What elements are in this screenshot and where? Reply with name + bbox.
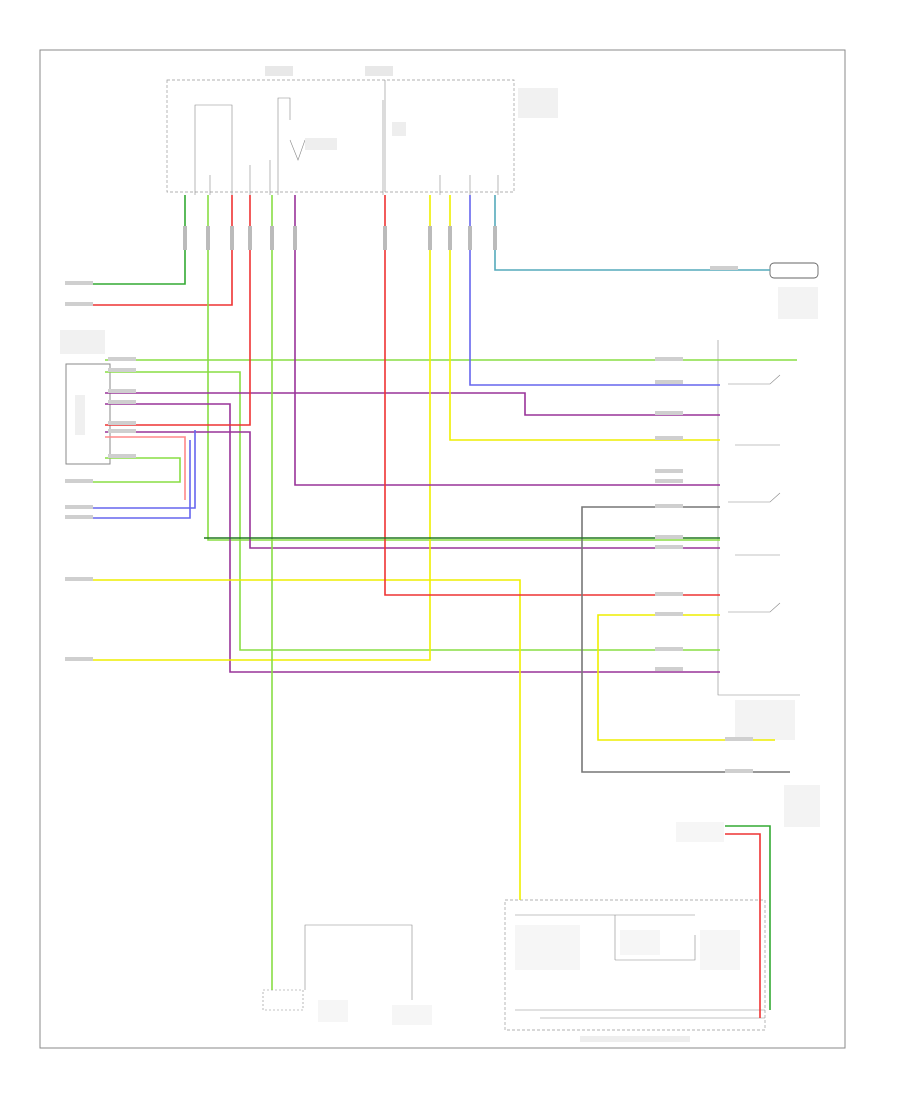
label-blocks: [65, 266, 753, 773]
connector-pin-7: [383, 226, 387, 250]
wire-label-mark: [65, 302, 93, 306]
wire-label-mark: [108, 429, 136, 433]
wire-label-mark: [108, 400, 136, 404]
wire-yellow-14: [65, 579, 521, 900]
bottom-switches: [262, 924, 432, 1025]
wire-light_green-11: [65, 457, 181, 483]
wire-label-mark: [108, 368, 136, 372]
wire-label-mark: [108, 454, 136, 458]
wire-label-mark: [108, 389, 136, 393]
wire-purple-9: [105, 431, 720, 549]
wire-light_green-5: [207, 195, 720, 541]
wire-label-mark: [655, 592, 683, 596]
wire-label-mark: [655, 612, 683, 616]
connector-pin-1: [183, 226, 187, 250]
wire-green-24: [725, 825, 771, 1010]
combination-meter: [504, 822, 766, 1042]
wire-blue-12: [65, 430, 196, 509]
wire-yellow-15: [65, 195, 431, 661]
wire-label-mark: [65, 281, 93, 285]
wire-purple-17: [294, 195, 720, 486]
wire-label-mark: [655, 535, 683, 539]
wire-label-mark: [710, 266, 738, 270]
wire-label-mark: [108, 357, 136, 361]
connector-pin-3: [230, 226, 234, 250]
wire-label-mark: [655, 479, 683, 483]
connector-pin-10: [468, 226, 472, 250]
connector-pin-2: [206, 226, 210, 250]
wire-harness: [65, 195, 797, 1018]
wire-label-mark: [655, 380, 683, 384]
wire-purple-6: [105, 392, 720, 416]
wire-light_green-4: [105, 371, 720, 651]
wire-label-mark: [655, 545, 683, 549]
wire-green-1: [65, 195, 186, 285]
wire-label-mark: [65, 657, 93, 661]
wire-label-mark: [65, 577, 93, 581]
connector-pin-6: [293, 226, 297, 250]
connector-pin-4: [248, 226, 252, 250]
connector-pin-9: [448, 226, 452, 250]
wire-label-mark: [725, 769, 753, 773]
wire-label-mark: [655, 436, 683, 440]
wire-label-mark: [725, 737, 753, 741]
wire-gray-23: [581, 506, 790, 773]
wire-yellow-19: [449, 195, 720, 441]
wire-teal-21: [494, 195, 770, 271]
wire-label-mark: [655, 469, 683, 473]
wire-red-18: [384, 195, 720, 596]
wire-pink-10: [105, 436, 186, 500]
wire-label-mark: [108, 421, 136, 425]
right-relay-module: [717, 262, 820, 827]
connector-pin-8: [428, 226, 432, 250]
wire-label-mark: [655, 667, 683, 671]
wire-red-25: [725, 833, 761, 1018]
wire-blue-20: [469, 195, 720, 386]
wire-label-mark: [655, 411, 683, 415]
wire-label-mark: [655, 357, 683, 361]
wire-blue-13: [65, 440, 191, 519]
connector-pin-11: [493, 226, 497, 250]
wire-label-mark: [65, 515, 93, 519]
wire-label-mark: [655, 647, 683, 651]
left-control-module: [60, 330, 111, 465]
connector-pin-5: [270, 226, 274, 250]
fuse-relay-box: [166, 66, 558, 195]
wire-label-mark: [65, 479, 93, 483]
wire-label-mark: [655, 504, 683, 508]
wire-red-8: [105, 195, 251, 426]
wire-label-mark: [65, 505, 93, 509]
diagram-border: [39, 49, 846, 1049]
